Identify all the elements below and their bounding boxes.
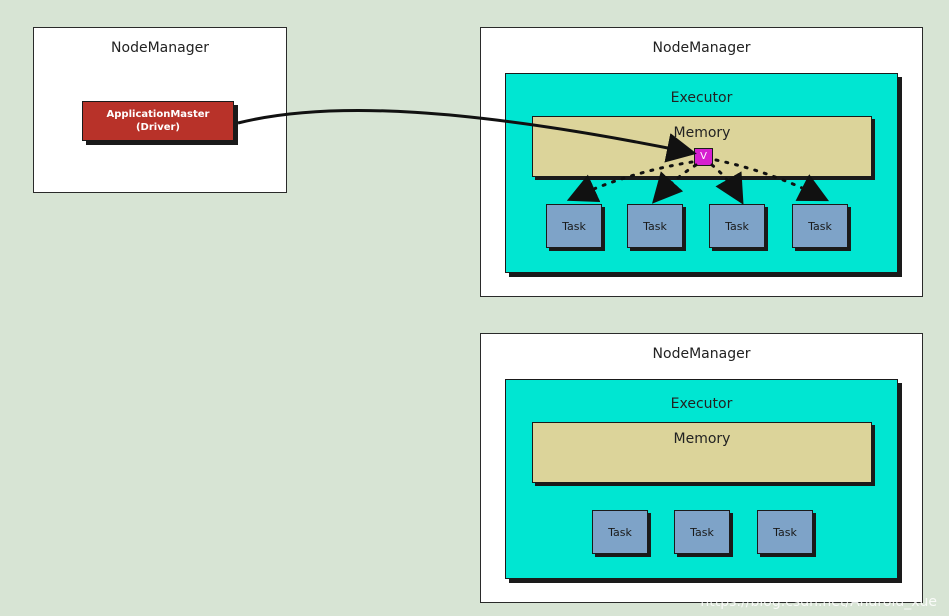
task-box: Task xyxy=(674,510,730,554)
memory-title: Memory xyxy=(673,431,731,447)
executor-title: Executor xyxy=(670,396,733,412)
memory-title: Memory xyxy=(673,125,731,141)
task-box: Task xyxy=(709,204,765,248)
task-box: Task xyxy=(792,204,848,248)
application-master-box: ApplicationMaster (Driver) xyxy=(82,101,234,141)
watermark-text: https://blog.csdn.net/Android_xue xyxy=(700,594,937,610)
task-box: Task xyxy=(592,510,648,554)
task-box: Task xyxy=(627,204,683,248)
application-master-label: ApplicationMaster xyxy=(106,109,210,120)
executor-title: Executor xyxy=(670,90,733,106)
broadcast-variable: V xyxy=(694,148,713,166)
node-manager-title: NodeManager xyxy=(111,40,209,56)
task-box: Task xyxy=(757,510,813,554)
driver-label: (Driver) xyxy=(135,122,181,133)
node-manager-title: NodeManager xyxy=(652,346,751,362)
task-box: Task xyxy=(546,204,602,248)
memory-bottom: Memory xyxy=(532,422,872,483)
node-manager-title: NodeManager xyxy=(652,40,751,56)
memory-top: Memory xyxy=(532,116,872,177)
